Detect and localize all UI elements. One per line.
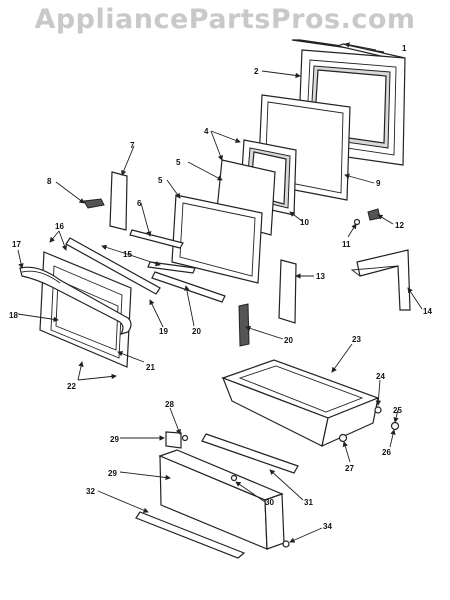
callout-27: 28 xyxy=(165,400,174,409)
callout-19: 18 xyxy=(9,311,18,320)
callout-28: 34 xyxy=(323,522,332,531)
part-13-bracket xyxy=(238,303,250,347)
callout-10: 5 xyxy=(176,158,181,167)
callout-9: 9 xyxy=(376,179,381,188)
callout-6: 10 xyxy=(300,218,309,227)
callout-30: 27 xyxy=(345,464,354,473)
part-23-roller xyxy=(390,421,400,431)
part-2-screw xyxy=(353,218,361,226)
callout-25: 31 xyxy=(304,498,313,507)
callout-15: 20 xyxy=(192,327,201,336)
callout-20-top: 16 xyxy=(55,222,64,231)
callout-31: 32 xyxy=(86,487,95,496)
part-14-hinge xyxy=(83,198,105,209)
callout-21: 12 xyxy=(395,221,404,230)
part-11-window-frame xyxy=(171,194,263,284)
callout-4: 1 xyxy=(402,44,407,53)
watermark: AppliancePartsPros.com xyxy=(34,4,416,35)
part-8-angle-bracket xyxy=(350,249,411,311)
callout-34: 6 xyxy=(137,199,142,208)
callout-29-screw: 30 xyxy=(265,498,274,507)
callout-2: 11 xyxy=(342,240,351,249)
callout-20-bottom: 22 xyxy=(67,382,76,391)
part-26-drawer-front xyxy=(158,449,285,550)
callout-14: 8 xyxy=(47,177,52,186)
callout-5: 7 xyxy=(130,141,135,150)
callout-1: 2 xyxy=(254,67,259,76)
part-31-kick-plate xyxy=(135,511,246,559)
callout-22: 26 xyxy=(382,448,391,457)
part-4-top-trim xyxy=(291,39,406,61)
leader-lines xyxy=(17,42,423,543)
callout-11: 5 xyxy=(158,176,163,185)
callout-23: 25 xyxy=(393,406,402,415)
callout-numbers: 1 2 4 5 5 6 7 8 9 10 11 12 13 14 15 16 1… xyxy=(9,44,432,531)
part-5-side-panel-left xyxy=(109,171,128,231)
callout-32: 29 xyxy=(110,435,119,444)
callout-5-right: 13 xyxy=(316,272,325,281)
part-17-door-handle xyxy=(19,266,132,335)
part-24-fastener xyxy=(374,406,382,414)
part-21-clip xyxy=(367,208,381,221)
callout-8: 14 xyxy=(423,307,432,316)
callout-26: 29 xyxy=(108,469,117,478)
callout-12: 19 xyxy=(159,327,168,336)
part-28-screw xyxy=(282,540,290,548)
part-29-screw xyxy=(230,474,238,482)
part-27-screw xyxy=(181,434,189,442)
part-32-latch xyxy=(165,431,182,449)
part-30-roller xyxy=(338,433,348,443)
callout-17: 17 xyxy=(12,240,21,249)
part-25-drawer-trim xyxy=(201,433,299,474)
part-16-door-outer-panel xyxy=(39,251,132,368)
callout-24: 24 xyxy=(376,372,385,381)
callout-13: 20 xyxy=(284,336,293,345)
callout-29-drawer: 23 xyxy=(352,335,361,344)
part-29-drawer xyxy=(221,359,380,448)
part-5-side-panel-right xyxy=(278,259,297,324)
callout-7: 4 xyxy=(204,127,209,136)
callout-16: 21 xyxy=(146,363,155,372)
part-34-rod xyxy=(129,229,184,249)
callout-18: 15 xyxy=(123,250,132,259)
